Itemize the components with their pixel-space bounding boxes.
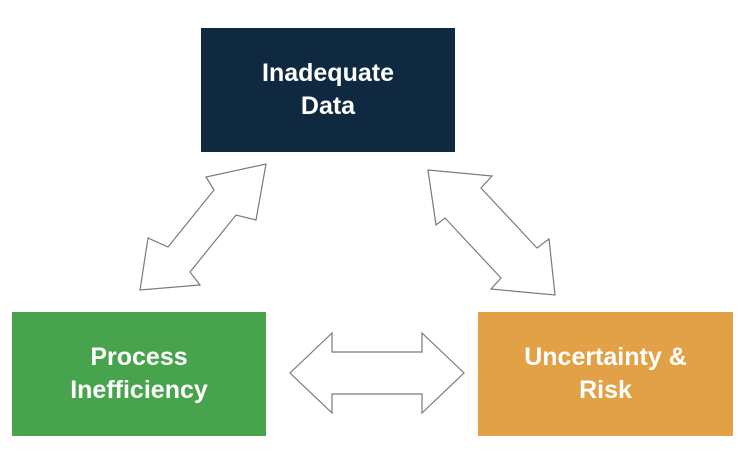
double-arrow-top-right	[427, 169, 556, 296]
node-inadequate-data: Inadequate Data	[201, 28, 455, 152]
double-arrow-top-left	[139, 163, 267, 291]
node-process-inefficiency: Process Inefficiency	[12, 312, 266, 436]
double-arrow-left-right	[289, 331, 465, 415]
node-process-inefficiency-label: Process Inefficiency	[70, 343, 208, 404]
node-inadequate-data-label: Inadequate Data	[262, 59, 394, 120]
node-uncertainty-risk-label: Uncertainty & Risk	[524, 343, 687, 404]
node-uncertainty-risk: Uncertainty & Risk	[478, 312, 733, 436]
